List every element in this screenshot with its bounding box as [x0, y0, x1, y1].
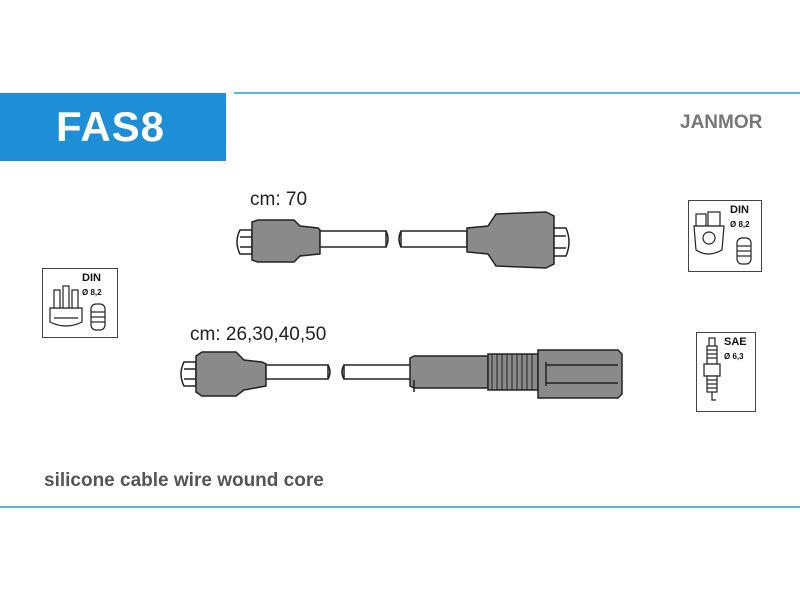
cable-2-ribbed-section [487, 353, 539, 391]
header-divider [234, 92, 800, 94]
cable-2-left-boot [195, 351, 267, 397]
cable-1-right-terminal [553, 227, 570, 257]
distributor-standard: DIN [82, 272, 101, 284]
cable-2-sleeve [409, 355, 489, 389]
spark-plug-icon [703, 337, 721, 401]
cable-2-wire-left [265, 364, 329, 380]
coil-diameter: Ø 8,2 [730, 220, 750, 229]
cable-2-length-label: cm: 26,30,40,50 [190, 324, 327, 345]
footer-divider [0, 506, 800, 508]
cable-1-right-boot [466, 211, 555, 269]
cable-1-length-label: cm: 70 [250, 189, 308, 210]
spark-plug-diameter: Ø 6,3 [724, 352, 744, 361]
coil-boot-profile-icon [736, 237, 752, 265]
distributor-cap-icon [49, 285, 83, 327]
brand-name: JANMOR [680, 112, 763, 133]
cable-2-wire-right [343, 364, 415, 380]
boot-profile-icon [90, 303, 106, 331]
distributor-diameter: Ø 8,2 [82, 288, 102, 297]
cable-description: silicone cable wire wound core [44, 470, 324, 491]
cable-2-left-terminal [180, 361, 197, 387]
coil-standard: DIN [730, 204, 749, 216]
product-code: FAS8 [56, 103, 166, 150]
spark-plug-standard: SAE [724, 336, 747, 348]
cable-1-left-terminal [236, 229, 253, 255]
product-code-banner [0, 93, 226, 161]
ignition-coil-icon [693, 211, 725, 255]
cable-2-plug-boot [537, 349, 623, 399]
cable-1-wire-left [319, 230, 387, 248]
